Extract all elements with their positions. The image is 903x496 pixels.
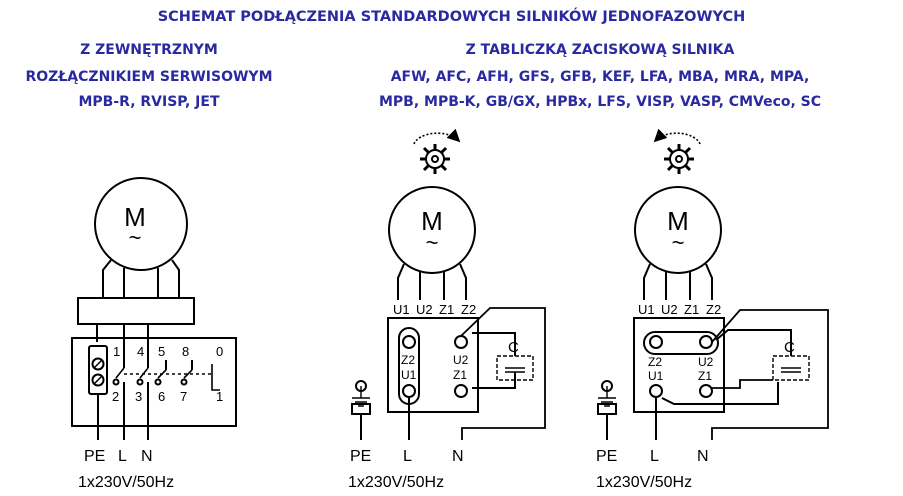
motor-3-label: M [667,206,689,236]
motor-3-tilde: ~ [672,230,685,255]
diagram1-terminal-l: L [118,448,127,465]
motor-2-label: M [421,206,443,236]
switch-num-bottom-3: 6 [158,389,165,404]
terminal-board-2 [387,317,479,413]
diagram-terminal-board-cw: M ~ [351,128,546,440]
d2-box-u2: U2 [453,353,469,367]
d3-label-z2: Z2 [706,302,721,317]
d3-label-u1: U1 [638,302,655,317]
d2-capacitor-label: C [508,339,519,356]
diagram1-terminal-n: N [141,448,153,465]
d3-label-u2: U2 [661,302,678,317]
left-heading-line1: Z ZEWNĘTRZNYM [80,42,218,58]
d3-capacitor-label: C [784,339,795,356]
terminal-strip-1 [77,297,195,325]
link-bar-3 [643,331,719,355]
d3-label-z1: Z1 [684,302,699,317]
diagram-terminal-board-ccw: M ~ [597,128,829,440]
switch-num-bottom-4: 7 [180,389,187,404]
d3-box-z1: Z1 [698,369,712,383]
left-heading-line2: ROZŁĄCZNIKIEM SERWISOWYM [25,69,273,85]
d3-box-u2: U2 [698,355,714,369]
motor-2-circle [388,186,476,274]
switch-num-top-5: 0 [216,344,223,359]
switch-num-top-1: 1 [113,344,120,359]
switch-num-top-4: 8 [182,344,189,359]
d2-label-u1: U1 [393,302,410,317]
right-heading-line1: Z TABLICZKĄ ZACISKOWĄ SILNIKA [465,42,735,58]
d2-box-z1: Z1 [453,368,467,382]
d2-label-z2: Z2 [461,302,476,317]
diagram-external-switch: M ~ [71,177,237,440]
right-heading-line3: MPB, MPB-K, GB/GX, HPBx, LFS, VISP, VASP… [378,94,822,110]
d2-label-u2: U2 [416,302,433,317]
motor-3-circle [634,186,722,274]
diagram2-supply: 1x230V/50Hz [348,474,444,491]
right-heading-line2: AFW, AFC, AFH, GFS, GFB, KEF, LFA, MBA, … [390,69,810,85]
left-heading-line3: MPB-R, RVISP, JET [78,94,220,110]
diagram3-supply: 1x230V/50Hz [596,474,692,491]
diagram3-terminal-l: L [650,448,659,465]
switch-num-bottom-1: 2 [112,389,119,404]
motor-1-label: M [124,202,146,232]
diagram2-terminal-n: N [452,448,464,465]
diagram3-terminal-n: N [697,448,709,465]
d3-box-u1: U1 [648,369,664,383]
diagram2-terminal-pe: PE [350,448,371,465]
d2-box-u1: U1 [401,368,417,382]
diagram1-terminal-pe: PE [84,448,105,465]
switch-num-top-2: 4 [137,344,144,359]
fan-2 [664,144,694,174]
diagram1-supply: 1x230V/50Hz [78,474,174,491]
diagram2-terminal-l: L [403,448,412,465]
switch-num-bottom-5: 1 [216,389,223,404]
service-switch-box [71,337,237,427]
switch-num-top-3: 5 [158,344,165,359]
page-title: SCHEMAT PODŁĄCZENIA STANDARDOWYCH SILNIK… [157,9,746,25]
terminal-board-3 [633,317,725,413]
d2-box-z2: Z2 [401,353,415,367]
switch-num-bottom-2: 3 [135,389,142,404]
motor-2-tilde: ~ [426,230,439,255]
diagram3-terminal-pe: PE [596,448,617,465]
fan-1 [420,144,450,174]
d2-label-z1: Z1 [439,302,454,317]
motor-1-tilde: ~ [129,225,142,250]
rotation-arrow-ccw [653,128,701,145]
d3-box-z2: Z2 [648,355,662,369]
motor-1-circle [94,177,188,271]
rotation-arrow-cw [413,128,461,145]
